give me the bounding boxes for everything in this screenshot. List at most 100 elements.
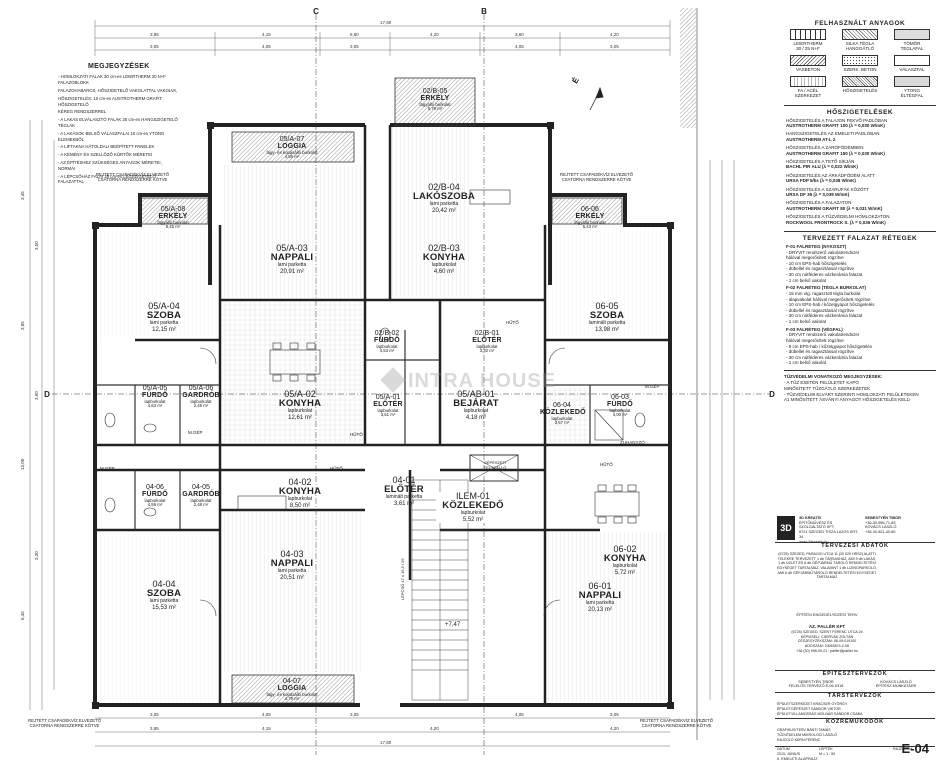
company-logo-icon: 3D xyxy=(777,516,795,540)
partition-swatch-icon xyxy=(894,54,930,66)
svg-text:3,05: 3,05 xyxy=(150,712,159,717)
note-line: - A LÉPCSŐHÁZ FALAI 25 cm-es LÉGSZIGETEL… xyxy=(58,173,156,185)
gutter-note-bottom-right: REJTETT CSAPADÉKVÍZ ELVEZETŐ CSATORNA RE… xyxy=(640,718,714,729)
wall-layers-title: TERVEZETT FALAZAT RÉTEGEK xyxy=(784,230,936,242)
title-block: 3D 3D KREATÍV ÉPÍTŐMŰVÉSZ ÉS SZOLGÁLTATÓ… xyxy=(775,514,935,762)
silka-swatch-icon xyxy=(842,29,878,40)
gutter-note-right: REJTETT CSAPADÉKVÍZ ELVEZETŐ CSATORNA RE… xyxy=(560,172,634,183)
svg-text:6,80: 6,80 xyxy=(350,32,359,37)
svg-text:3,05: 3,05 xyxy=(610,44,619,49)
insulation-swatch-icon xyxy=(842,75,878,87)
bottom-dimensions xyxy=(95,717,670,747)
elevator-label: GÉPÉSZETI FELSZÁLLÓ xyxy=(483,460,507,470)
svg-text:4,05: 4,05 xyxy=(515,712,524,717)
solid-brick-swatch-icon xyxy=(894,29,930,40)
left-dimensions xyxy=(29,120,55,710)
plan-type: ÉPÍTÉSI ENGEDÉLYEZÉSI TERV xyxy=(796,612,858,617)
svg-text:4,05: 4,05 xyxy=(515,44,524,49)
legend-item: SZERK. BETON xyxy=(836,54,884,73)
neighbor-hatch xyxy=(680,8,696,128)
svg-text:4,20: 4,20 xyxy=(430,32,439,37)
brick-swatch-icon xyxy=(790,29,826,40)
note-line: HŐSZIGETELÉS: 10 cm-es AUSTROTHERM GRAFI… xyxy=(58,95,163,107)
svg-text:D: D xyxy=(769,390,775,399)
drawing-title: II. EMELETI ALAPRAJZ xyxy=(777,757,818,761)
washer-label: M.GÉP xyxy=(188,430,203,435)
structural-concrete-swatch-icon xyxy=(842,54,878,66)
fridge-label: HŰTŐ xyxy=(600,462,613,467)
general-notes: MEGJEGYZÉSEK - HOMLOKZATI FALAK 30 cm-es… xyxy=(58,62,178,187)
svg-text:D: D xyxy=(44,390,50,399)
svg-text:17,80: 17,80 xyxy=(380,740,392,745)
level-label: +7,47 xyxy=(445,622,461,628)
legend-item: HŐSZIGETELÉS xyxy=(836,75,884,99)
svg-text:3,60: 3,60 xyxy=(515,32,524,37)
ytong-swatch-icon xyxy=(894,75,930,87)
svg-text:3,05: 3,05 xyxy=(350,712,359,717)
svg-text:C: C xyxy=(313,7,319,16)
note-line: KÉREG RENDSZERREL xyxy=(58,109,107,115)
watermark: INTRA HOUSE xyxy=(380,367,556,393)
svg-text:4,20: 4,20 xyxy=(430,726,439,731)
right-dimensions xyxy=(709,160,735,700)
legend-item: YTONG ÉLTÉGFAL xyxy=(888,75,936,99)
svg-text:3,85: 3,85 xyxy=(20,321,25,330)
legend-item: VÁLASZFAL xyxy=(888,54,936,73)
fridge-label: HŰTŐ xyxy=(330,466,343,471)
company-info: 3D KREATÍV ÉPÍTŐMŰVÉSZ ÉS SZOLGÁLTATÓ KF… xyxy=(799,516,858,544)
wood-steel-swatch-icon xyxy=(790,75,826,87)
note-line: - A LAKÁSOK BELSŐ VÁLASZFALAI 10 cm-es Y… xyxy=(58,130,165,142)
sheet-label: RAJZSZÁM xyxy=(893,747,912,751)
svg-text:3,60: 3,60 xyxy=(34,391,39,400)
architects-header: ÉPÍTÉSZTERVEZŐK xyxy=(822,671,888,677)
note-line: FALAZOHABARCS, HŐSZIGETELŐ VAKOLATTAL VA… xyxy=(58,88,178,94)
legend-item: FA / ACÉL SZERKEZET xyxy=(784,75,832,99)
insulation-title: HŐSZIGETELÉSEK xyxy=(784,104,936,116)
svg-text:3,45: 3,45 xyxy=(20,191,25,200)
client-info: AZ. PALLÉR KFT (6725) SZEGED, SZENT FERE… xyxy=(791,624,863,653)
axis-bubbles: C B D D xyxy=(44,7,775,399)
fridge-label: HŰTŐ xyxy=(350,432,363,437)
svg-text:3,30: 3,30 xyxy=(34,551,39,560)
svg-text:4,20: 4,20 xyxy=(610,726,619,731)
note-line: - A LIFTAKNA HÁTOLDALI BEÉPÍTETT PANELEK xyxy=(58,144,155,150)
svg-text:13,00: 13,00 xyxy=(20,458,25,470)
legend-item: VASBETON xyxy=(784,54,832,73)
washer-label: M.GÉP xyxy=(645,384,660,389)
north-arrow xyxy=(589,86,604,111)
svg-text:3,05: 3,05 xyxy=(350,44,359,49)
project-description: (6725) SZEGED, PARAGIO UTCA 11 (20 020 H… xyxy=(777,552,877,580)
gutter-note-bottom-left: REJTETT CSAPADÉKVÍZ ELVEZETŐ CSATORNA RE… xyxy=(28,718,102,729)
elevator-shaft xyxy=(469,454,519,482)
design-data-header: TERVEZÉSI ADATOK xyxy=(821,543,889,549)
columns xyxy=(92,122,674,709)
concrete-swatch-icon xyxy=(790,54,826,66)
